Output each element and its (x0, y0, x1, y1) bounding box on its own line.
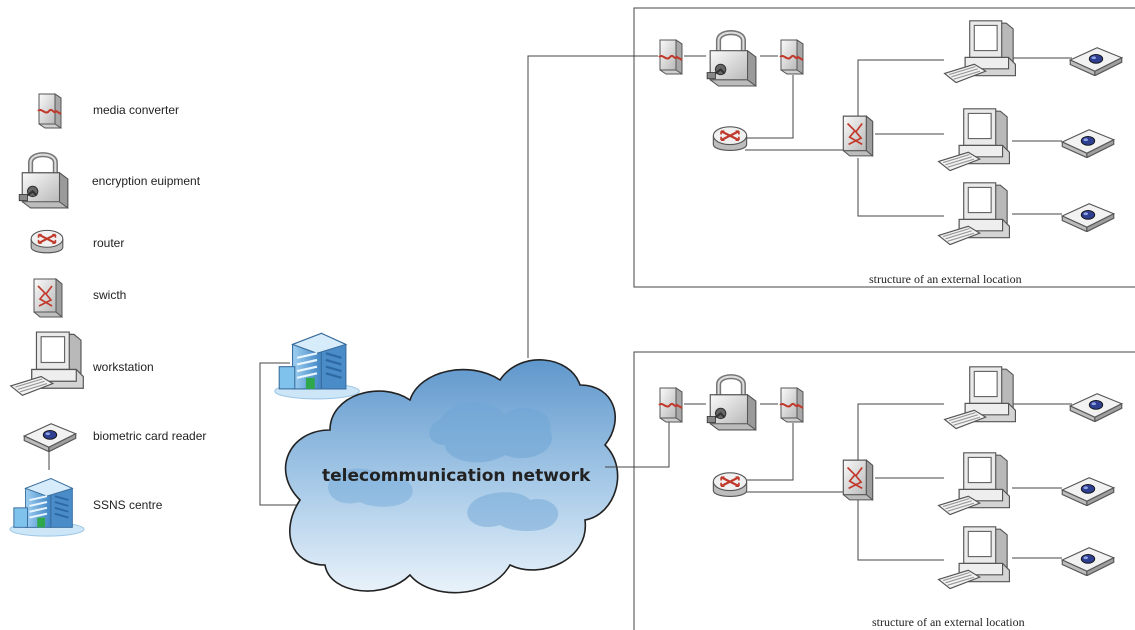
switch-icon (33, 278, 63, 318)
padlock-icon (707, 33, 756, 86)
padlock-icon (707, 377, 756, 430)
padlock-icon (19, 155, 68, 208)
legend-media-converter: media converter (93, 103, 179, 117)
legend-card-reader: biometric card reader (93, 429, 206, 443)
media-converter-icon (37, 93, 62, 129)
switch-icon (842, 459, 874, 501)
legend: media converter encryption euipment rout… (8, 93, 206, 538)
media-converter-icon (779, 387, 804, 423)
media-converter-icon (779, 39, 804, 75)
network-label: telecommunication network (322, 466, 591, 486)
location-2-caption: structure of an external location (872, 615, 1025, 629)
biometric-card-reader-icon (1061, 129, 1115, 158)
cloud-to-location-2-line (605, 420, 670, 468)
location-2-frame (633, 351, 1135, 630)
router-icon (30, 229, 64, 254)
building-icon (273, 332, 361, 400)
ssns-centre-node (273, 332, 361, 400)
biometric-card-reader-icon (1069, 47, 1123, 76)
biometric-card-reader-icon (1061, 547, 1115, 576)
location-1-frame (633, 7, 1135, 288)
legend-workstation: workstation (92, 360, 154, 374)
router-icon (712, 125, 748, 152)
workstation-icon (943, 366, 1017, 430)
legend-centre: SSNS centre (93, 498, 163, 512)
workstation-icon (937, 526, 1011, 590)
legend-encryption: encryption euipment (92, 174, 201, 188)
router-icon (712, 471, 748, 498)
workstation-icon (10, 331, 84, 396)
workstation-icon (943, 20, 1017, 84)
external-location-2: structure of an external location (633, 351, 1135, 630)
legend-switch: swicth (93, 288, 126, 302)
cloud-to-location-1-line (527, 55, 658, 358)
legend-router: router (93, 236, 124, 250)
biometric-card-reader-icon (23, 423, 77, 452)
centre-to-network-line (259, 362, 300, 506)
telecommunication-network-cloud: telecommunication network (284, 359, 619, 594)
biometric-card-reader-icon (1061, 203, 1115, 232)
switch-icon (842, 115, 874, 157)
biometric-card-reader-icon (1069, 393, 1123, 422)
media-converter-icon (658, 39, 683, 75)
workstation-icon (937, 108, 1011, 172)
location-1-caption: structure of an external location (869, 272, 1022, 286)
workstation-icon (937, 452, 1011, 516)
biometric-card-reader-icon (1061, 477, 1115, 506)
media-converter-icon (658, 387, 683, 423)
building-icon (8, 477, 86, 538)
external-location-1: structure of an external location (633, 7, 1135, 288)
workstation-icon (937, 182, 1011, 246)
